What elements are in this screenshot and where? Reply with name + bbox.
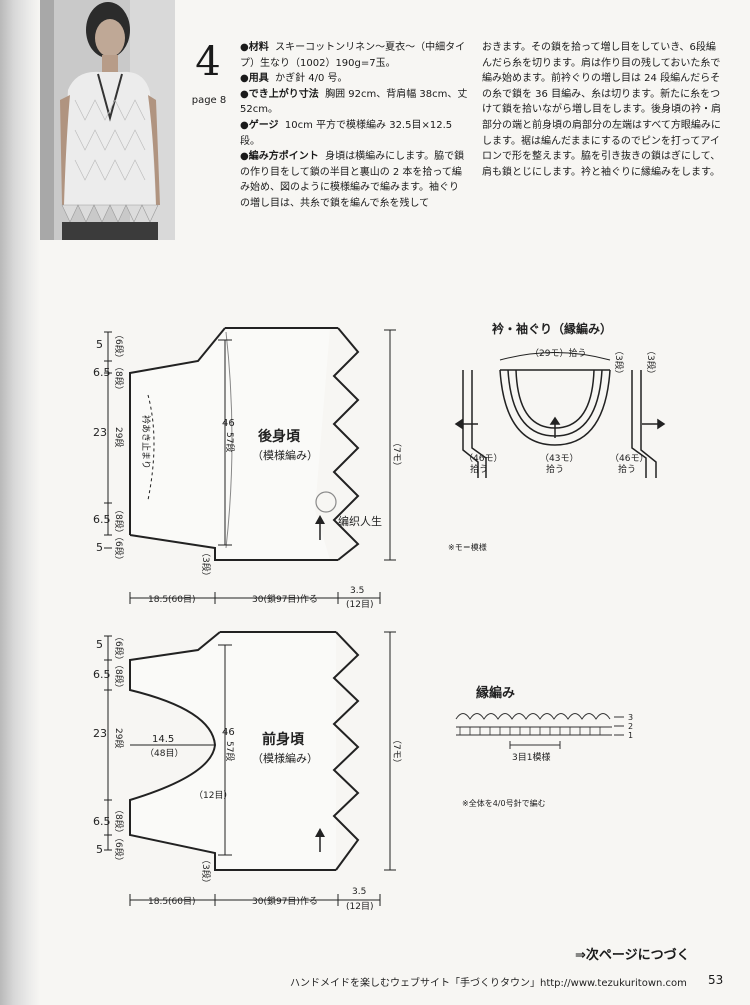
front-row-5: 5 [96,843,103,856]
spec-tools-label: ●用具 [240,73,269,85]
back-row-4: 6.5 [93,513,111,526]
spec-gauge: ●ゲージ 10cm 平方で模様編み 32.5目×12.5段。 [240,118,468,149]
spec-gauge-label: ●ゲージ [240,119,279,131]
back-row-label-5: （6段） [113,532,125,565]
back-row-label-1: （6段） [113,330,125,363]
instruction-notes: おきます。その鎖を拾って増し目をしていき、6段編んだら糸を切ります。肩は作り目の… [482,42,721,178]
front-neck-increase: （12目） [194,790,232,801]
back-height-rows: 57段 [224,432,236,452]
spec-material: ●材料 スキーコットンリネン〜夏衣〜（中細タイプ）生なり（1002）190g=7… [240,40,468,71]
edging-neck-bottom-2: 拾う [546,463,564,475]
edging-arm-left-2: 拾う [470,463,488,475]
front-neck-depth: 14.5 [152,734,174,745]
border-row-1: 1 [628,731,633,740]
edging-neck-bottom: （43モ） [540,453,578,464]
front-row-label-1: （6段） [113,632,125,665]
pattern-number: 4 [195,39,221,85]
edging-arm-left: （46モ） [464,453,502,464]
front-row-1: 5 [96,638,103,651]
border-row-2: 2 [628,722,633,731]
spec-gauge-value: 10cm 平方で模様編み 32.5目×12.5段。 [240,119,453,147]
front-height: 46 [222,727,235,738]
edging-title: 衿・袖ぐり（縁編み） [492,321,612,336]
front-row-label-5: （6段） [113,833,125,866]
front-body-diagram [104,631,396,906]
front-subtitle: （模様編み） [252,751,318,765]
edging-rows-right: （3段） [645,346,657,379]
back-row-1: 5 [96,338,103,351]
back-width-mid: 30(鎖97目)作る [252,593,318,605]
front-row-label-3: 29段 [113,728,125,748]
continued-next-page: ⇒次ページにつづく [575,948,690,963]
edging-arm-right: （46モ） [610,453,648,464]
border-stitch-chart [455,713,624,749]
spec-tools: ●用具 かぎ針 4/0 号。 [240,71,468,87]
spec-tools-value: かぎ針 4/0 号。 [275,73,348,85]
spec-size: ●でき上がり寸法 胸囲 92cm、背肩幅 38cm、丈 52cm。 [240,87,468,118]
back-row-label-4: （8段） [113,505,125,538]
specifications: ●材料 スキーコットンリネン〜夏衣〜（中細タイプ）生なり（1002）190g=7… [240,40,468,212]
front-width-left: 18.5(60目) [148,896,196,907]
edging-mo-note: ※モ＝模様 [448,542,487,552]
footer-text: ハンドメイドを楽しむウェブサイト「手づくりタウン」http://www.tezu… [290,978,687,989]
front-row-2: 6.5 [93,668,111,681]
spec-material-value: スキーコットンリネン〜夏衣〜（中細タイプ）生なり（1002）190g=7玉。 [240,42,466,69]
front-width-right-2: (12目) [346,901,373,912]
page-reference: page 8 [191,95,227,106]
page-number: 53 [708,973,724,987]
spec-points-value: 身頃は横編みにします。脇で鎖の作り目をして鎖の半目と裏山の 2 本を拾って編み始… [240,151,465,209]
front-row-4: 6.5 [93,815,111,828]
edging-neck-top: （29モ）拾う [530,347,586,359]
back-subtitle: （模様編み） [252,448,318,462]
back-row-label-3: 29段 [113,427,125,447]
edging-diagram [454,352,666,478]
front-width-right: 3.5 [352,887,366,897]
back-hem: （7モ） [391,438,402,471]
back-row-3: 23 [93,426,107,439]
front-hem-rows: （3段） [200,855,212,888]
spec-size-label: ●でき上がり寸法 [240,88,319,100]
model-illustration [40,0,175,240]
back-hem-rows: （3段） [200,548,212,581]
back-width-right-2: (12目) [346,599,373,610]
front-row-label-2: （8段） [113,660,125,693]
front-hem: （7モ） [391,735,402,768]
back-width-left: 18.5(60目) [148,594,196,605]
front-width-mid: 30(鎖97目)作る [252,895,318,907]
back-row-2: 6.5 [93,366,111,379]
edging-arm-right-2: 拾う [618,463,636,475]
spec-points-label: ●編み方ポイント [240,151,319,163]
watermark: 编织人生 [315,491,382,528]
back-width-right: 3.5 [350,586,364,596]
back-neck-label: 衿あき止まり [140,415,152,469]
back-body-diagram [104,327,396,604]
border-title: 縁編み [476,685,515,701]
back-title: 後身頃 [258,428,301,445]
spec-points: ●編み方ポイント 身頃は横編みにします。脇で鎖の作り目をして鎖の半目と裏山の 2… [240,149,468,211]
front-row-3: 23 [93,727,107,740]
spec-material-label: ●材料 [240,42,269,53]
front-neck-depth-2: （48目） [145,748,183,759]
border-row-3: 3 [628,713,633,722]
back-row-5: 5 [96,541,103,554]
front-title: 前身頃 [262,731,305,748]
page-gutter-shadow [0,0,40,1005]
front-row-label-4: （8段） [113,805,125,838]
back-row-label-2: （8段） [113,362,125,395]
border-note: ※全体を4/0号針で編む [462,798,546,808]
watermark-text: 编织人生 [338,514,382,528]
front-height-rows: 57段 [224,741,236,761]
spec-size-value: 胸囲 92cm、背肩幅 38cm、丈 52cm。 [240,88,468,116]
edging-rows-left: （3段） [613,346,625,379]
border-repeat: 3目1模様 [512,751,550,763]
back-height: 46 [222,418,235,429]
model-photo [40,0,175,240]
